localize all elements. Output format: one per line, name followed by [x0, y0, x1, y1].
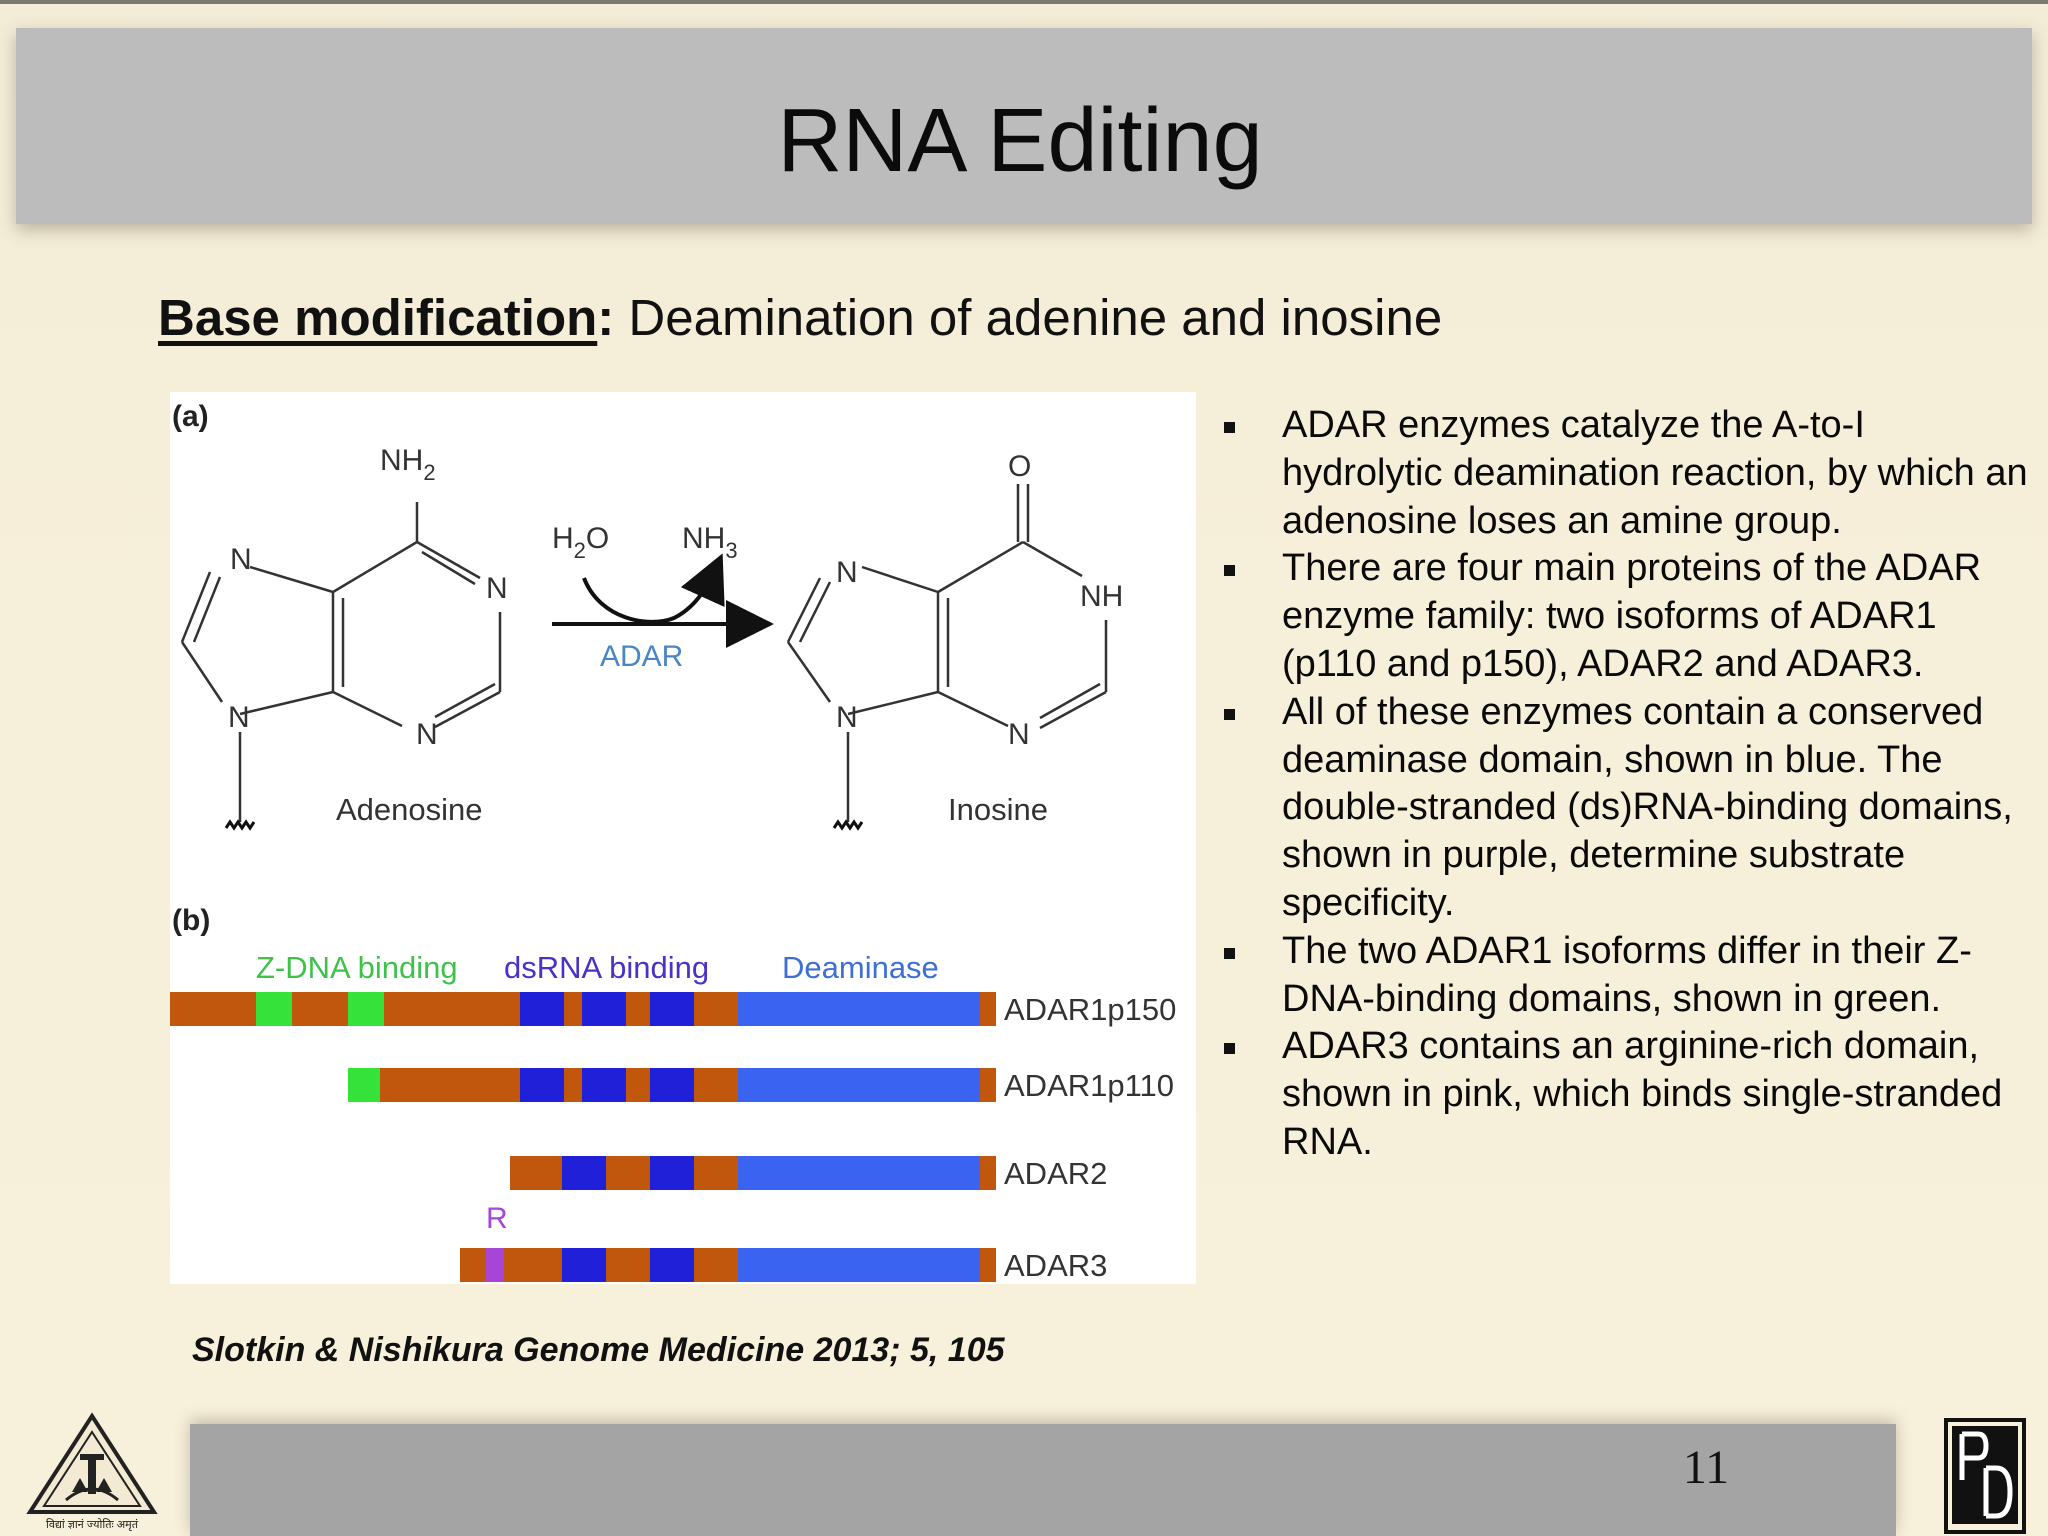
bullet-item: ADAR3 contains an arginine-rich domain, …: [1210, 1023, 2030, 1166]
zdna-binding-label: Z-DNA binding: [256, 950, 458, 985]
dsrna-binding-label: dsRNA binding: [504, 950, 709, 985]
top-border: [0, 0, 2048, 4]
adar-figure: (a) (b) NH2 N N N N Adenosine: [170, 392, 1196, 1284]
protein-bar-adar1p110: [348, 1068, 996, 1102]
inosine-n7: N: [836, 556, 858, 589]
ammonia-label: NH3: [682, 522, 738, 563]
bullet-square-icon: [1224, 565, 1235, 577]
figure-svg: (a) (b) NH2 N N N N Adenosine: [170, 400, 1176, 1283]
inosine-nh: NH: [1080, 580, 1123, 613]
panel-b-label: (b): [172, 904, 210, 937]
adenosine-n9: N: [228, 701, 250, 734]
heading-rest: Deamination of adenine and inosine: [614, 289, 1443, 346]
bullet-square-icon: [1224, 1043, 1235, 1055]
adenosine-n7: N: [230, 543, 252, 576]
inosine-n3: N: [1008, 718, 1030, 751]
bullet-item: ADAR enzymes catalyze the A-to-I hydroly…: [1210, 402, 2030, 545]
adenosine-nh2: NH2: [380, 444, 436, 485]
adar-enzyme-label: ADAR: [600, 640, 683, 673]
panel-a-label: (a): [172, 400, 209, 433]
reaction-arrow: [552, 553, 774, 648]
pd-logo: PD: [1944, 1418, 2026, 1534]
bullet-square-icon: [1224, 947, 1235, 959]
bullet-square-icon: [1224, 422, 1235, 433]
university-logo: विद्यां ज्ञानं ज्योतिः अमृतं: [26, 1412, 158, 1531]
inosine-label: Inosine: [948, 792, 1048, 827]
protein-bar-adar2: [510, 1156, 996, 1190]
bullet-square-icon: [1224, 708, 1235, 720]
bullet-item: All of these enzymes contain a conserved…: [1210, 689, 2030, 928]
inosine-structure: [786, 484, 1108, 822]
citation-caption: Slotkin & Nishikura Genome Medicine 2013…: [192, 1331, 1005, 1369]
logo-motto: विद्यां ज्ञानं ज्योतिः अमृतं: [46, 1518, 139, 1531]
heading-bold: Base modification: [158, 289, 598, 346]
heading-colon: :: [597, 289, 615, 346]
slide-title: RNA Editing: [777, 91, 1263, 191]
footer-band: [190, 1424, 1896, 1536]
inosine-o: O: [1008, 450, 1031, 483]
adenosine-label: Adenosine: [336, 792, 483, 827]
bullet-item: The two ADAR1 isoforms differ in their Z…: [1210, 928, 2030, 1024]
protein-label-adar1p110: ADAR1p110: [1004, 1068, 1174, 1103]
adenosine-n1: N: [486, 572, 508, 605]
inosine-n9: N: [836, 701, 858, 734]
ribose-wavy-bond-1: [224, 819, 256, 831]
deaminase-label: Deaminase: [782, 950, 939, 985]
adenosine-n3: N: [416, 718, 438, 751]
protein-label-adar1p150: ADAR1p150: [1004, 992, 1176, 1027]
protein-label-adar2: ADAR2: [1004, 1156, 1107, 1191]
bullet-item: There are four main proteins of the ADAR…: [1210, 545, 2030, 688]
ribose-wavy-bond-2: [832, 819, 864, 831]
title-band: RNA Editing: [16, 28, 2032, 224]
section-heading: Base modification: Deamination of adenin…: [158, 286, 1442, 350]
page-number: 11: [1682, 1441, 1730, 1494]
adenosine-structure: [180, 502, 502, 822]
protein-bar-adar3: [460, 1248, 996, 1282]
bullet-list: ADAR enzymes catalyze the A-to-I hydroly…: [1210, 402, 2030, 1167]
water-label: H2O: [552, 522, 609, 563]
protein-label-adar3: ADAR3: [1004, 1248, 1107, 1283]
protein-bar-adar1p150: [170, 992, 996, 1026]
r-domain-label: R: [486, 1202, 508, 1235]
